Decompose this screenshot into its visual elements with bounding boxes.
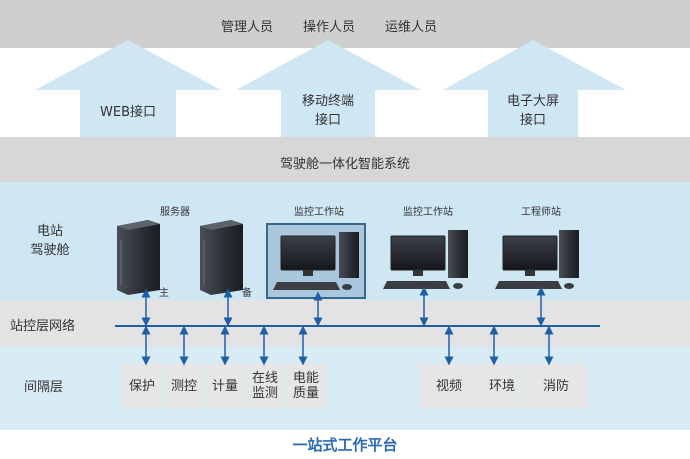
arrow-web [35, 40, 221, 137]
station-label: 电站驾驶舱 [30, 224, 70, 258]
bay-label: 间隔层 [24, 380, 64, 395]
bay-connectors [141, 325, 554, 366]
engineer-workstation-icon [495, 230, 579, 289]
network-label: 站控层网络 [10, 319, 76, 334]
monitoring-workstation-2-label: 监控工作站 [403, 207, 453, 218]
bay-box-video: 视频 [419, 364, 479, 408]
server-backup-tag: 备 [242, 288, 252, 299]
bay-box-protection: 保护 [122, 364, 162, 408]
interface-mobile-label: 移动终端接口 [301, 94, 354, 128]
role-maintenance: 运维人员 [385, 20, 438, 35]
network-band [0, 300, 690, 347]
interface-screen-label: 电子大屏接口 [506, 94, 559, 128]
bay-box-metering: 计量 [206, 364, 244, 408]
bay-box-fire: 消防 [525, 364, 587, 408]
device-connectors [141, 286, 546, 327]
server-primary-icon [117, 220, 160, 295]
monitoring-workstation-1-icon [273, 232, 359, 290]
bay-box-environment: 环境 [481, 364, 523, 408]
arrow-screen [443, 40, 626, 137]
role-admin: 管理人员 [221, 20, 274, 35]
monitoring-workstation-1-label: 监控工作站 [294, 207, 344, 218]
arrow-mobile [236, 40, 421, 137]
bay-box-power-quality: 电能质量 [286, 364, 326, 408]
role-operator: 操作人员 [303, 20, 356, 35]
server-backup-icon [200, 220, 243, 295]
engineer-workstation-label: 工程师站 [521, 207, 561, 218]
system-band [0, 137, 690, 182]
server-label: 服务器 [160, 207, 190, 218]
footer-title: 一站式工作平台 [292, 436, 398, 454]
monitoring-workstation-2-icon [383, 230, 468, 289]
server-primary-tag: 主 [159, 288, 169, 299]
system-title: 驾驶舱一体化智能系统 [279, 157, 410, 172]
bay-box-measure-control: 测控 [164, 364, 204, 408]
roles-band [0, 0, 690, 48]
interface-web-label: WEB接口 [100, 105, 156, 120]
bay-box-online-monitoring: 在线监测 [246, 364, 284, 408]
